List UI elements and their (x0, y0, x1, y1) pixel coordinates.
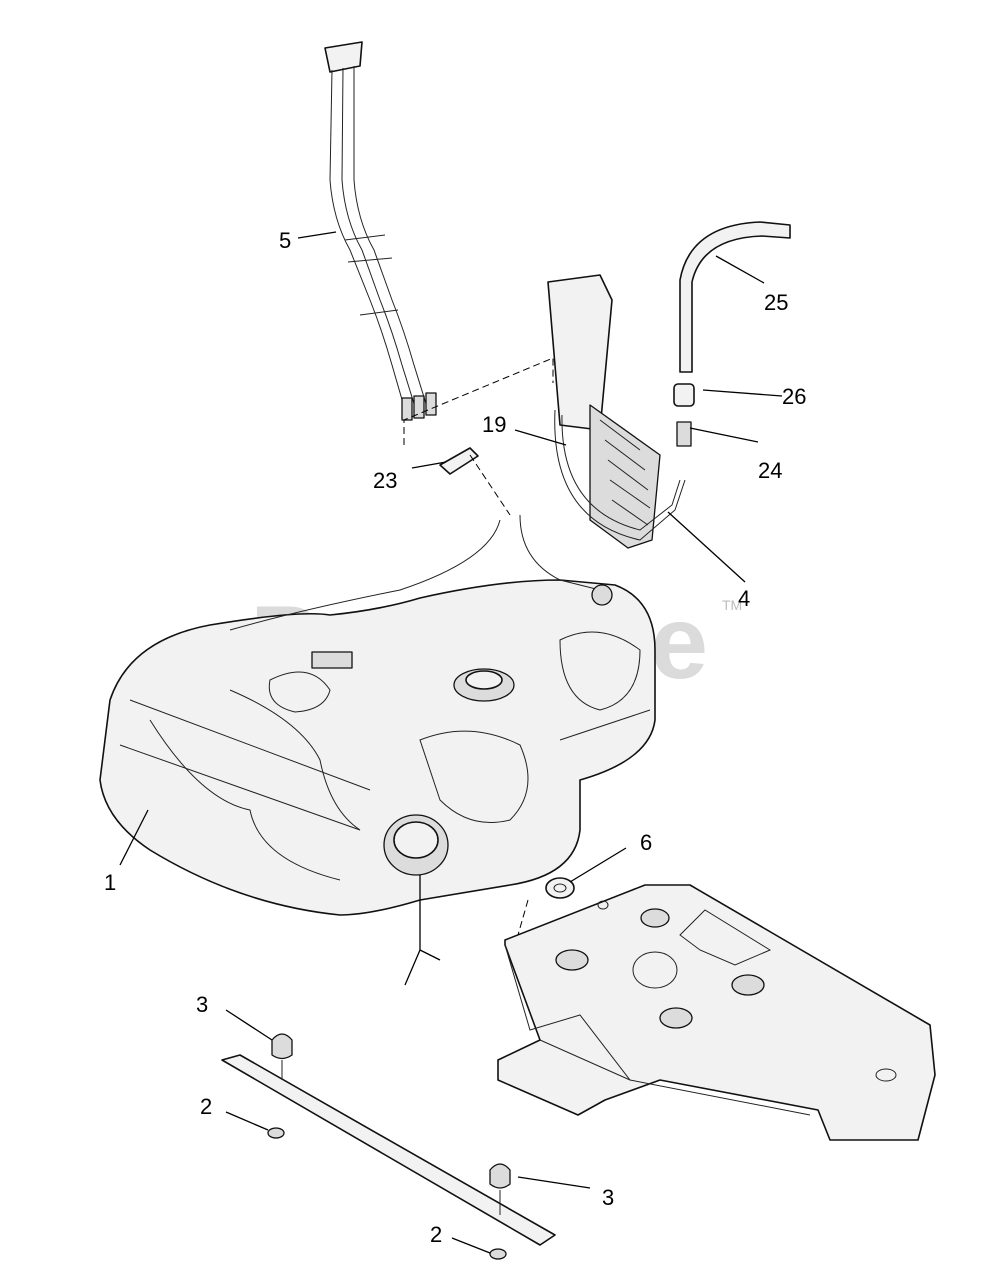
callout-19: 19 (482, 412, 506, 437)
mounting-plate (497, 884, 936, 1141)
part-2-nut-a[interactable] (267, 1127, 285, 1139)
leader-lines (119, 231, 783, 1254)
callout-23: 23 (373, 468, 397, 493)
part-24-fitting[interactable] (676, 421, 692, 447)
callout-3-a: 3 (196, 992, 208, 1017)
part-23-clip[interactable] (439, 447, 479, 475)
part-3-bumper-a[interactable] (271, 1033, 293, 1080)
callout-24: 24 (758, 458, 782, 483)
part-3-bumper-b[interactable] (489, 1163, 511, 1215)
part-25-vent-hose[interactable] (679, 221, 791, 373)
callout-2-a: 2 (200, 1094, 212, 1119)
callout-6: 6 (640, 830, 652, 855)
callout-5: 5 (279, 228, 291, 253)
watermark-trademark: TM (722, 597, 742, 613)
assembly-guide-lines (403, 357, 554, 936)
callout-1: 1 (104, 870, 116, 895)
part-26-hose-clamp[interactable] (673, 383, 695, 407)
part-2-nut-b[interactable] (489, 1248, 507, 1260)
part-6-grommet[interactable] (545, 877, 575, 899)
part-1-fuel-tank[interactable] (99, 514, 656, 986)
callout-labels: 5 25 26 24 19 23 4 1 6 3 2 3 2 (104, 228, 806, 1247)
callout-3-b: 3 (602, 1185, 614, 1210)
callout-2-b: 2 (430, 1222, 442, 1247)
tank-strap (221, 1054, 556, 1246)
part-19-bracket[interactable] (547, 274, 686, 549)
callout-26: 26 (782, 384, 806, 409)
callout-4: 4 (738, 586, 750, 611)
callout-25: 25 (764, 290, 788, 315)
part-5-fuel-lines[interactable] (324, 41, 437, 421)
